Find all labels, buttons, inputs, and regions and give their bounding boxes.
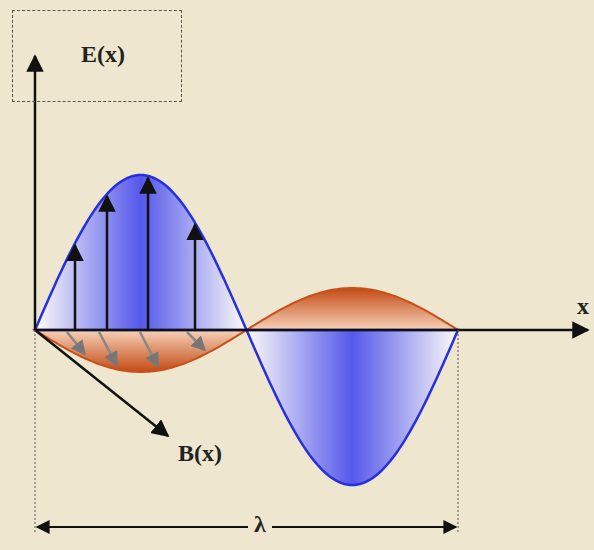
field-vector xyxy=(140,332,158,367)
dimension-label: λ xyxy=(248,511,272,537)
electric-wave xyxy=(35,175,247,330)
field-vector xyxy=(99,332,117,365)
axis-line xyxy=(35,330,168,436)
dimension-guide xyxy=(458,330,459,532)
dimension-guide xyxy=(35,330,36,532)
label-box: E(x) xyxy=(12,10,182,102)
axis-label: B(x) xyxy=(178,440,222,466)
magnetic-wave xyxy=(35,330,247,372)
axis-label: E(x) xyxy=(81,41,125,67)
field-vector xyxy=(106,196,109,330)
axis-line xyxy=(34,56,37,330)
field-vector xyxy=(187,332,205,350)
field-vector xyxy=(67,332,85,354)
axis-label: x xyxy=(577,293,589,319)
electric-wave xyxy=(247,330,459,485)
axis-line xyxy=(35,329,588,332)
field-vector xyxy=(74,245,77,330)
field-vector xyxy=(147,178,150,330)
dimension-line xyxy=(37,526,456,528)
magnetic-wave xyxy=(247,288,459,330)
field-vector xyxy=(194,225,197,330)
